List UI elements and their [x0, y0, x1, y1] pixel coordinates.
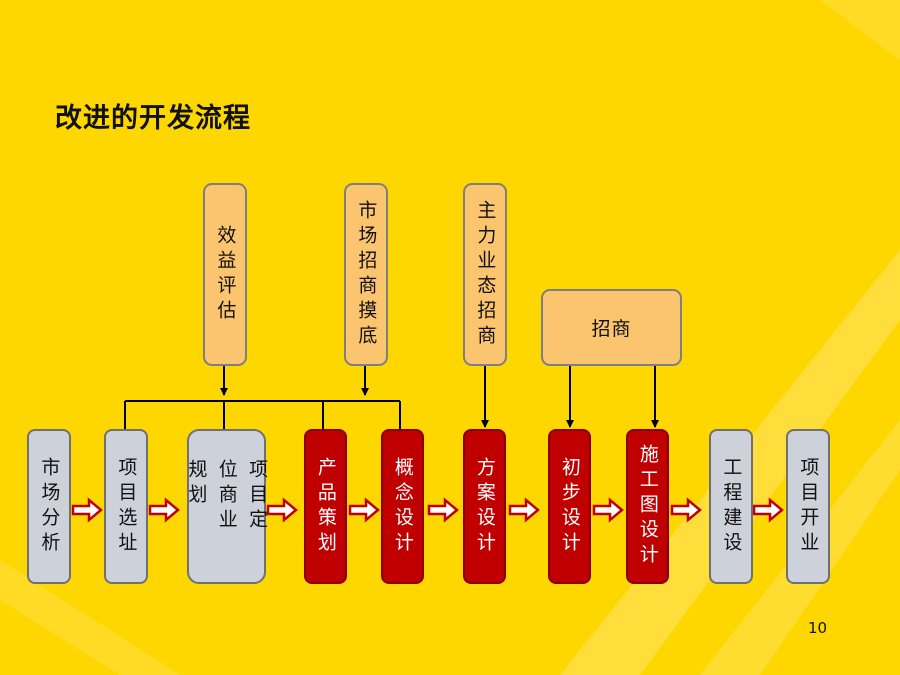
slide-title: 改进的开发流程: [55, 103, 251, 134]
process-step-opening: 项目开业: [786, 429, 830, 584]
process-step-construction: 工程建设: [709, 429, 753, 584]
flow-arrow-icon: [670, 497, 702, 523]
flow-arrow-icon: [592, 497, 624, 523]
input-label: 市场招商摸底: [355, 199, 378, 350]
flow-arrow-icon: [752, 497, 784, 523]
input-box-anchor-tenant: 主力业态招商: [463, 183, 507, 366]
flow-arrow-icon: [266, 497, 298, 523]
flow-arrow-icon: [71, 497, 103, 523]
process-step-market-analysis: 市场分析: [27, 429, 71, 584]
flow-arrow-icon: [508, 497, 540, 523]
input-label: 效益评估: [214, 224, 237, 325]
step-label: 施工图设计: [636, 444, 659, 569]
process-step-positioning-planning: 项目定位商业规划: [185, 429, 268, 584]
step-label: 项目定位商业规划: [185, 458, 269, 534]
flow-arrow-icon: [148, 497, 180, 523]
step-label: 产品策划: [314, 456, 337, 557]
input-box-benefit-assessment: 效益评估: [203, 183, 247, 366]
step-label: 初步设计: [558, 456, 581, 557]
page-number: 10: [808, 619, 828, 637]
step-label: 方案设计: [473, 456, 496, 557]
input-label: 主力业态招商: [474, 199, 497, 350]
process-step-concept-design: 概念设计: [381, 429, 424, 584]
input-box-market-survey: 市场招商摸底: [344, 183, 388, 366]
step-label: 工程建设: [720, 456, 743, 557]
step-label: 市场分析: [38, 456, 61, 557]
process-step-product-planning: 产品策划: [304, 429, 347, 584]
process-step-construction-drawing: 施工图设计: [626, 429, 669, 584]
step-label: 项目开业: [797, 456, 820, 557]
input-label: 招商: [591, 318, 632, 340]
input-box-leasing: 招商: [541, 289, 682, 366]
flow-arrow-icon: [348, 497, 380, 523]
process-step-preliminary-design: 初步设计: [548, 429, 591, 584]
flow-arrows: [71, 497, 784, 523]
step-label: 概念设计: [391, 456, 414, 557]
process-step-scheme-design: 方案设计: [463, 429, 506, 584]
step-label: 项目选址: [115, 456, 138, 557]
flow-arrow-icon: [427, 497, 459, 523]
process-step-site-selection: 项目选址: [104, 429, 148, 584]
